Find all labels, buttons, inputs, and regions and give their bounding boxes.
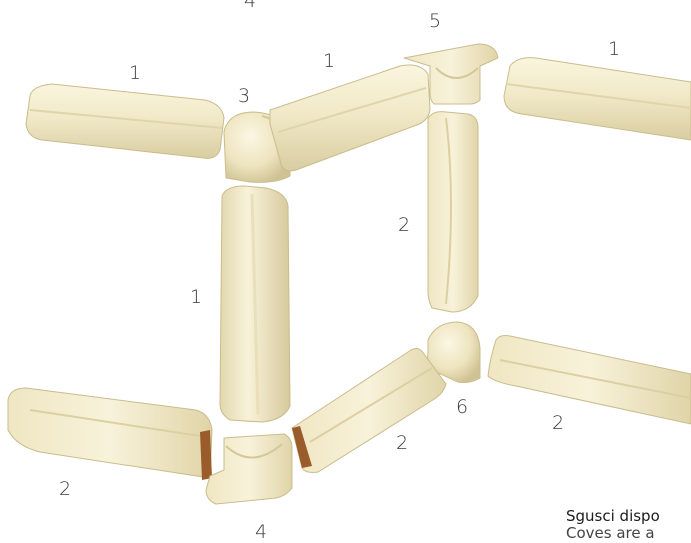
label-cove-bottom-left: 2 — [59, 480, 71, 499]
bullnose-tile-top-middle — [270, 65, 430, 171]
cove-tile-vertical — [428, 112, 478, 312]
label-bullnose-vertical: 1 — [190, 288, 202, 307]
label-corner-6: 6 — [456, 398, 468, 417]
caption-line-2: Coves are a — [566, 525, 691, 542]
corner-piece-4 — [206, 434, 292, 504]
bullnose-tile-top-left — [26, 84, 224, 158]
bullnose-tile-vertical — [220, 186, 290, 422]
label-cove-vertical: 2 — [398, 216, 410, 235]
cove-tile-right — [488, 336, 691, 425]
caption-line-1: Sgusci dispo — [566, 508, 691, 525]
label-corner-4: 4 — [255, 523, 267, 542]
label-bullnose-top-middle: 1 — [323, 52, 335, 71]
cove-tile-bottom-diagonal — [292, 348, 446, 472]
label-bullnose-top-right: 1 — [608, 40, 620, 59]
label-corner-3: 3 — [238, 87, 250, 106]
caption: Sgusci dispo Coves are a — [566, 508, 691, 542]
label-bullnose-top-left: 1 — [129, 64, 141, 83]
bullnose-tile-top-right — [504, 58, 691, 140]
label-top: 4 — [244, 0, 256, 11]
label-cove-right: 2 — [552, 414, 564, 433]
label-cove-bottom-diagonal: 2 — [396, 434, 408, 453]
label-corner-5: 5 — [429, 12, 441, 31]
cove-tile-bottom-left — [8, 388, 212, 480]
